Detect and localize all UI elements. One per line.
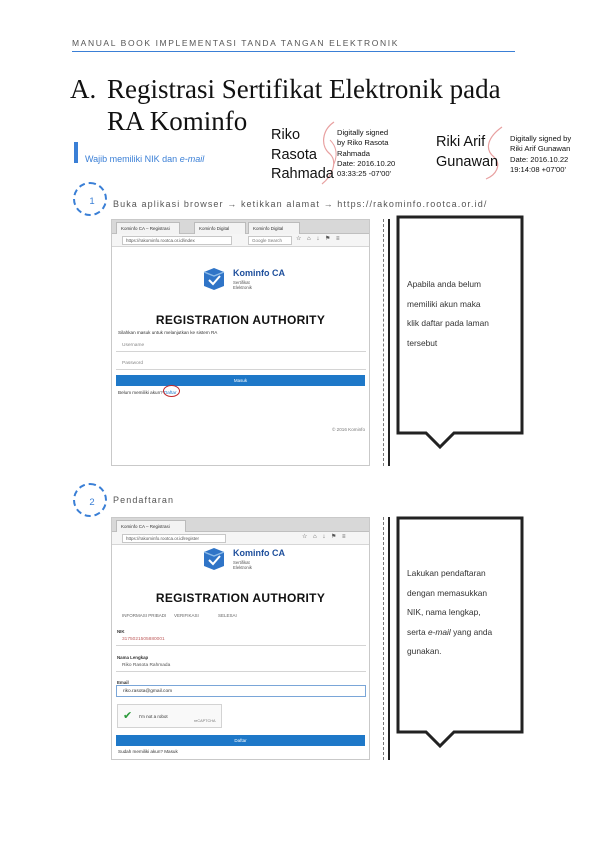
- separator-dashed-line: [383, 219, 384, 466]
- running-header: MANUAL BOOK IMPLEMENTASI TANDA TANGAN EL…: [72, 38, 399, 48]
- signature-detail-line: Date: 2016.10.22: [510, 154, 569, 164]
- nik-field[interactable]: 3175021505880001: [116, 634, 366, 646]
- signature-flourish-icon: [485, 126, 503, 180]
- browser-search-field[interactable]: Google Search: [248, 236, 292, 245]
- callout-shape: [396, 516, 524, 748]
- full-name-field[interactable]: Riko Rasota Rahmada: [116, 660, 366, 672]
- password-field[interactable]: Password: [116, 358, 366, 370]
- url-field[interactable]: https://rakominfo.rootca.or.id/index: [122, 236, 232, 245]
- browser-tab-bar: Kominfo CA – Registrasi Kominfo Digital …: [112, 220, 369, 234]
- digital-signature-1: Riko Rasota Rahmada Digitally signed by …: [268, 121, 398, 188]
- callout-2-text: Lakukan pendaftaran dengan memasukkan NI…: [407, 568, 493, 656]
- browser-address-bar: https://rakominfo.rootca.or.id/register …: [112, 532, 369, 545]
- register-link-highlight: [163, 385, 180, 397]
- captcha-brand: reCAPTCHA: [194, 719, 216, 723]
- signer-name-line: Rahmada: [271, 166, 334, 182]
- signature-detail-line: Digitally signed: [337, 128, 389, 137]
- signature-detail-line: Date: 2016.10.20: [337, 158, 396, 168]
- logo-subtitle: Sertifikat: [233, 280, 250, 285]
- subhead-accent-bar: [74, 142, 78, 163]
- browser-tab-bar: Kominfo CA – Registrasi: [112, 518, 369, 532]
- signature-detail-line: by Riko Rasota: [337, 138, 389, 148]
- callout-box-2: Lakukan pendaftaran dengan memasukkan NI…: [396, 516, 526, 748]
- signature-detail-line: Riki Arif Gunawan: [510, 144, 571, 154]
- section-title-line-1: Registrasi Sertifikat Elektronik pada: [107, 74, 501, 104]
- username-field[interactable]: Username: [116, 340, 366, 352]
- nik-label: NIK: [117, 629, 125, 634]
- signature-detail-line: 19:14:08 +07'00': [510, 164, 566, 174]
- browser-toolbar-icons[interactable]: ☆ ⌂ ↓ ⚑ ≡: [296, 236, 342, 242]
- logo-title: Kominfo CA: [233, 268, 285, 278]
- logo-subtitle: Sertifikat: [233, 560, 250, 565]
- signature-detail-line: 03:33:25 -07'00': [337, 169, 391, 179]
- step-1-instruction: Buka aplikasi browser → ketikkan alamat …: [113, 199, 488, 209]
- separator-solid-line: [388, 219, 390, 466]
- login-page-screenshot: Kominfo CA – Registrasi Kominfo Digital …: [111, 219, 370, 466]
- login-instruction: Silahkan masuk untuk melanjutkan ke sist…: [118, 330, 218, 335]
- signature-detail-line: Digitally signed by: [510, 134, 572, 143]
- registration-subtab[interactable]: INFORMASI PRIBADI: [122, 613, 167, 618]
- register-submit-button[interactable]: Daftar: [116, 735, 365, 746]
- kominfo-logo: Kominfo CA Sertifikat Elektronik: [200, 266, 290, 296]
- browser-tab[interactable]: Kominfo CA – Registrasi: [116, 222, 180, 234]
- blue-shield-logo-icon: [203, 548, 225, 570]
- callout-box-1: Apabila anda belum memiliki akun maka kl…: [396, 215, 526, 451]
- captcha-label: I'm not a robot: [139, 714, 168, 719]
- blue-shield-logo-icon: [203, 268, 225, 290]
- registration-subtab[interactable]: VERIFIKASI: [174, 613, 199, 618]
- registration-page-screenshot: Kominfo CA – Registrasi https://rakominf…: [111, 517, 370, 760]
- signer-name-line: Riko: [271, 127, 301, 143]
- digital-signature-2: Riki Arif Gunawan Digitally signed by Ri…: [436, 126, 586, 180]
- logo-title: Kominfo CA: [233, 548, 285, 558]
- signer-name-line: Riki Arif: [436, 134, 486, 150]
- browser-tab[interactable]: Kominfo Digital: [248, 222, 300, 234]
- callout-1-text: Apabila anda belum memiliki akun maka kl…: [407, 279, 489, 348]
- url-field[interactable]: https://rakominfo.rootca.or.id/register: [122, 534, 226, 543]
- separator-solid-line: [388, 517, 390, 760]
- login-prompt: Sudah memiliki akun? Masuk: [118, 749, 178, 754]
- header-rule: [72, 51, 515, 52]
- section-letter: A.: [70, 74, 97, 104]
- signer-name-line: Gunawan: [436, 154, 499, 170]
- section-title-line-2: RA Kominfo: [107, 106, 248, 136]
- kominfo-logo: Kominfo CA Sertifikat Elektronik: [200, 546, 290, 576]
- step-number: 2: [89, 497, 95, 508]
- browser-address-bar: https://rakominfo.rootca.or.id/index Goo…: [112, 234, 369, 247]
- recaptcha-widget[interactable]: ✔ I'm not a robot reCAPTCHA: [117, 704, 222, 728]
- registration-subtab[interactable]: SELESAI: [218, 613, 237, 618]
- step-number: 1: [89, 196, 95, 207]
- signature-flourish-icon: [321, 121, 337, 185]
- step-1-circle: 1: [73, 182, 107, 216]
- step-2-circle: 2: [73, 483, 107, 517]
- email-field[interactable]: riko.rasota@gmail.com: [116, 685, 366, 697]
- callout-shape: [396, 215, 524, 450]
- browser-toolbar-icons[interactable]: ☆ ⌂ ↓ ⚑ ≡: [302, 534, 348, 540]
- name-label: Nama Lengkap: [117, 655, 149, 660]
- ra-heading: REGISTRATION AUTHORITY: [155, 591, 326, 605]
- email-label: Email: [117, 680, 129, 685]
- ra-heading: REGISTRATION AUTHORITY: [155, 313, 326, 327]
- separator-dashed-line: [383, 517, 384, 760]
- logo-subtitle: Elektronik: [233, 285, 252, 290]
- logo-subtitle: Elektronik: [233, 565, 252, 570]
- browser-tab[interactable]: Kominfo CA – Registrasi: [116, 520, 186, 532]
- signature-detail-line: Rahmada: [337, 148, 370, 158]
- subhead: Wajib memiliki NIK dan e-mail: [85, 154, 205, 164]
- login-button[interactable]: Masuk: [116, 375, 365, 386]
- signer-name-line: Rasota: [271, 146, 317, 163]
- browser-tab[interactable]: Kominfo Digital: [194, 222, 246, 234]
- step-2-instruction: Pendaftaran: [113, 495, 175, 505]
- check-icon: ✔: [123, 710, 133, 722]
- page-footer: © 2016 Kominfo: [332, 427, 366, 432]
